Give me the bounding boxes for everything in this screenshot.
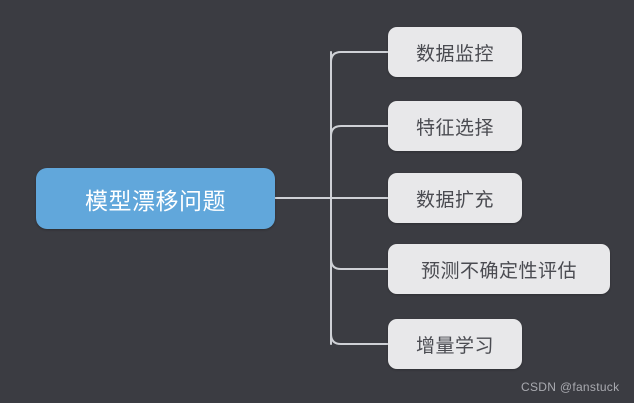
connector-branch-5: [330, 333, 389, 345]
root-node[interactable]: 模型漂移问题: [36, 168, 275, 229]
connector-branch-1: [330, 51, 389, 63]
child-node-2[interactable]: 特征选择: [388, 101, 522, 151]
child-node-1[interactable]: 数据监控: [388, 27, 522, 77]
child-node-5[interactable]: 增量学习: [388, 319, 522, 369]
child-node-3[interactable]: 数据扩充: [388, 173, 522, 223]
connector-branch-2: [330, 125, 389, 137]
watermark-text: CSDN @fanstuck: [521, 380, 620, 394]
child-node-4[interactable]: 预测不确定性评估: [388, 244, 610, 294]
connector-branch-4: [330, 258, 389, 270]
